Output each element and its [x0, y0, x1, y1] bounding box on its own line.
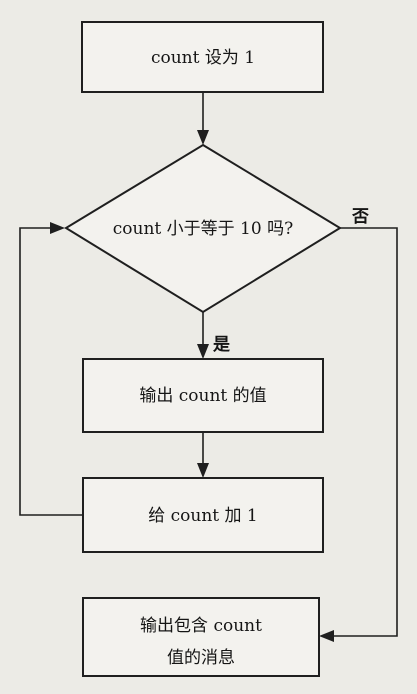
- print-value-box: [82, 358, 324, 433]
- yes-label: 是: [213, 335, 230, 355]
- increment-box: [82, 477, 324, 553]
- arrow-head-condition-left: [50, 222, 65, 234]
- node-final-message: 输出包含 count 值的消息: [82, 597, 320, 677]
- node-print-value: 输出 count 的值: [82, 358, 324, 433]
- edge-loop-back: [19, 227, 83, 516]
- final-message-line1: 输出包含 count: [140, 616, 262, 636]
- arrow-head-final-right: [319, 630, 334, 642]
- print-value-label: 输出 count 的值: [139, 386, 266, 406]
- node-condition: count 小于等于 10 吗?: [64, 143, 342, 314]
- increment-label: 给 count 加 1: [148, 506, 258, 526]
- edges: [19, 92, 398, 642]
- node-init: count 设为 1: [81, 21, 324, 93]
- arrow-head-condition-top: [197, 130, 209, 145]
- final-message-line2: 值的消息: [167, 648, 235, 668]
- condition-diamond: [64, 143, 342, 314]
- no-label: 否: [351, 207, 369, 227]
- node-increment: 给 count 加 1: [82, 477, 324, 553]
- final-message-box: [82, 597, 320, 677]
- arrow-head-print-top: [197, 344, 209, 359]
- init-box: [81, 21, 324, 93]
- condition-label: count 小于等于 10 吗?: [113, 219, 293, 239]
- init-label: count 设为 1: [151, 48, 255, 68]
- arrow-head-increment-top: [197, 463, 209, 478]
- edge-condition-to-final: [332, 227, 398, 637]
